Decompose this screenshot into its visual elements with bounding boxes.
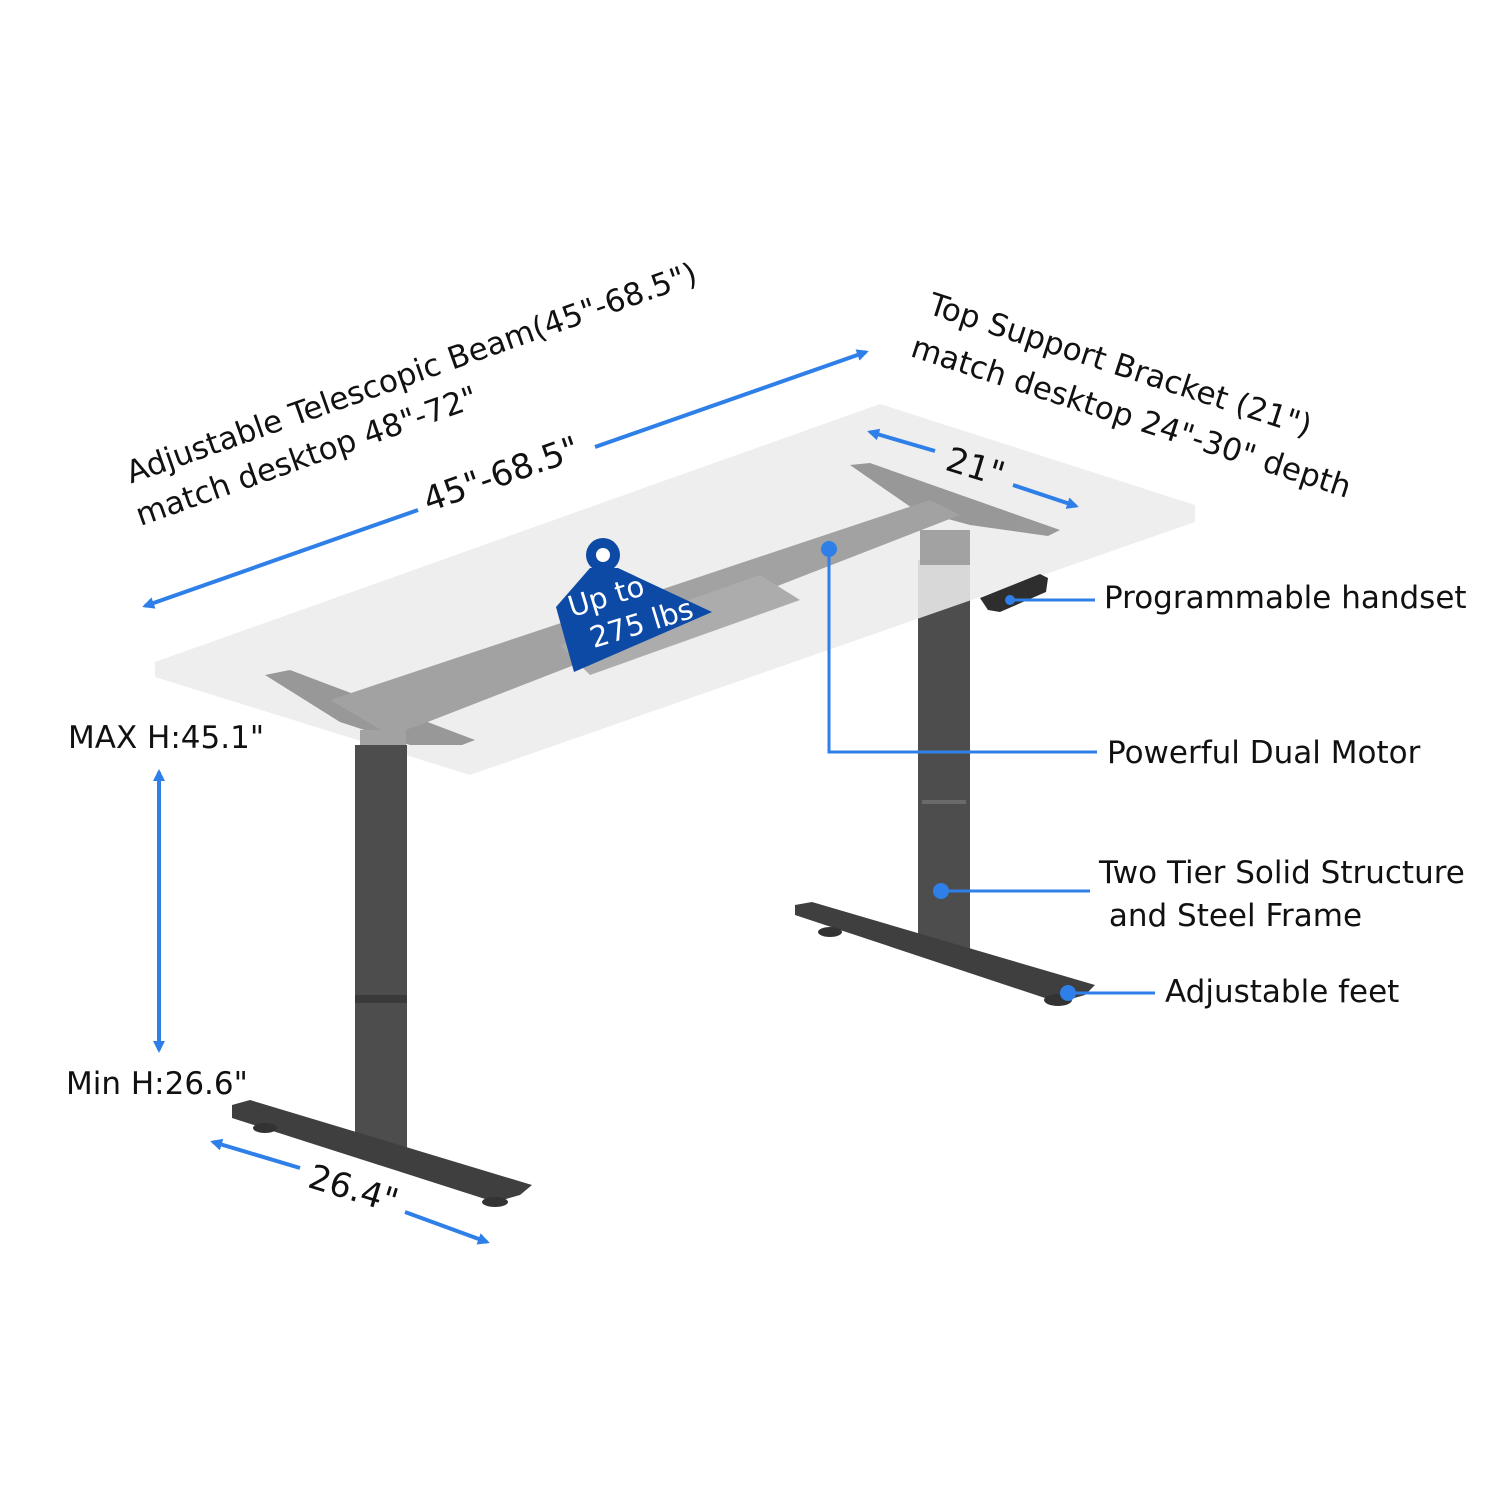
min-height-label: Min H:26.6" bbox=[66, 1066, 248, 1102]
beam-dimension-arrow-left bbox=[142, 508, 419, 609]
foot-width-arrow-left bbox=[210, 1138, 301, 1170]
max-height-label: MAX H:45.1" bbox=[68, 720, 264, 756]
beam-dimension-label: 45"-68.5" bbox=[418, 429, 585, 521]
structure-callout-line2: and Steel Frame bbox=[1099, 898, 1362, 934]
feet-leader-line bbox=[1060, 985, 1155, 1001]
beam-title-line1: Adjustable Telescopic Beam(45"-68.5") bbox=[122, 256, 702, 491]
beam-dimension-arrow-right bbox=[594, 349, 869, 449]
motor-callout-label: Powerful Dual Motor bbox=[1107, 735, 1421, 771]
structure-callout-line1: Two Tier Solid Structure bbox=[1098, 855, 1465, 891]
handset-callout-label: Programmable handset bbox=[1104, 580, 1467, 616]
front-leg bbox=[232, 745, 532, 1207]
motor-leader-line bbox=[821, 541, 1097, 754]
bracket-dimension-arrow-left bbox=[867, 428, 936, 453]
bracket-dimension-arrow-right bbox=[1012, 483, 1079, 509]
structure-leader-line bbox=[933, 883, 1090, 899]
feet-callout-label: Adjustable feet bbox=[1165, 974, 1399, 1010]
foot-width-arrow-right bbox=[404, 1210, 490, 1245]
